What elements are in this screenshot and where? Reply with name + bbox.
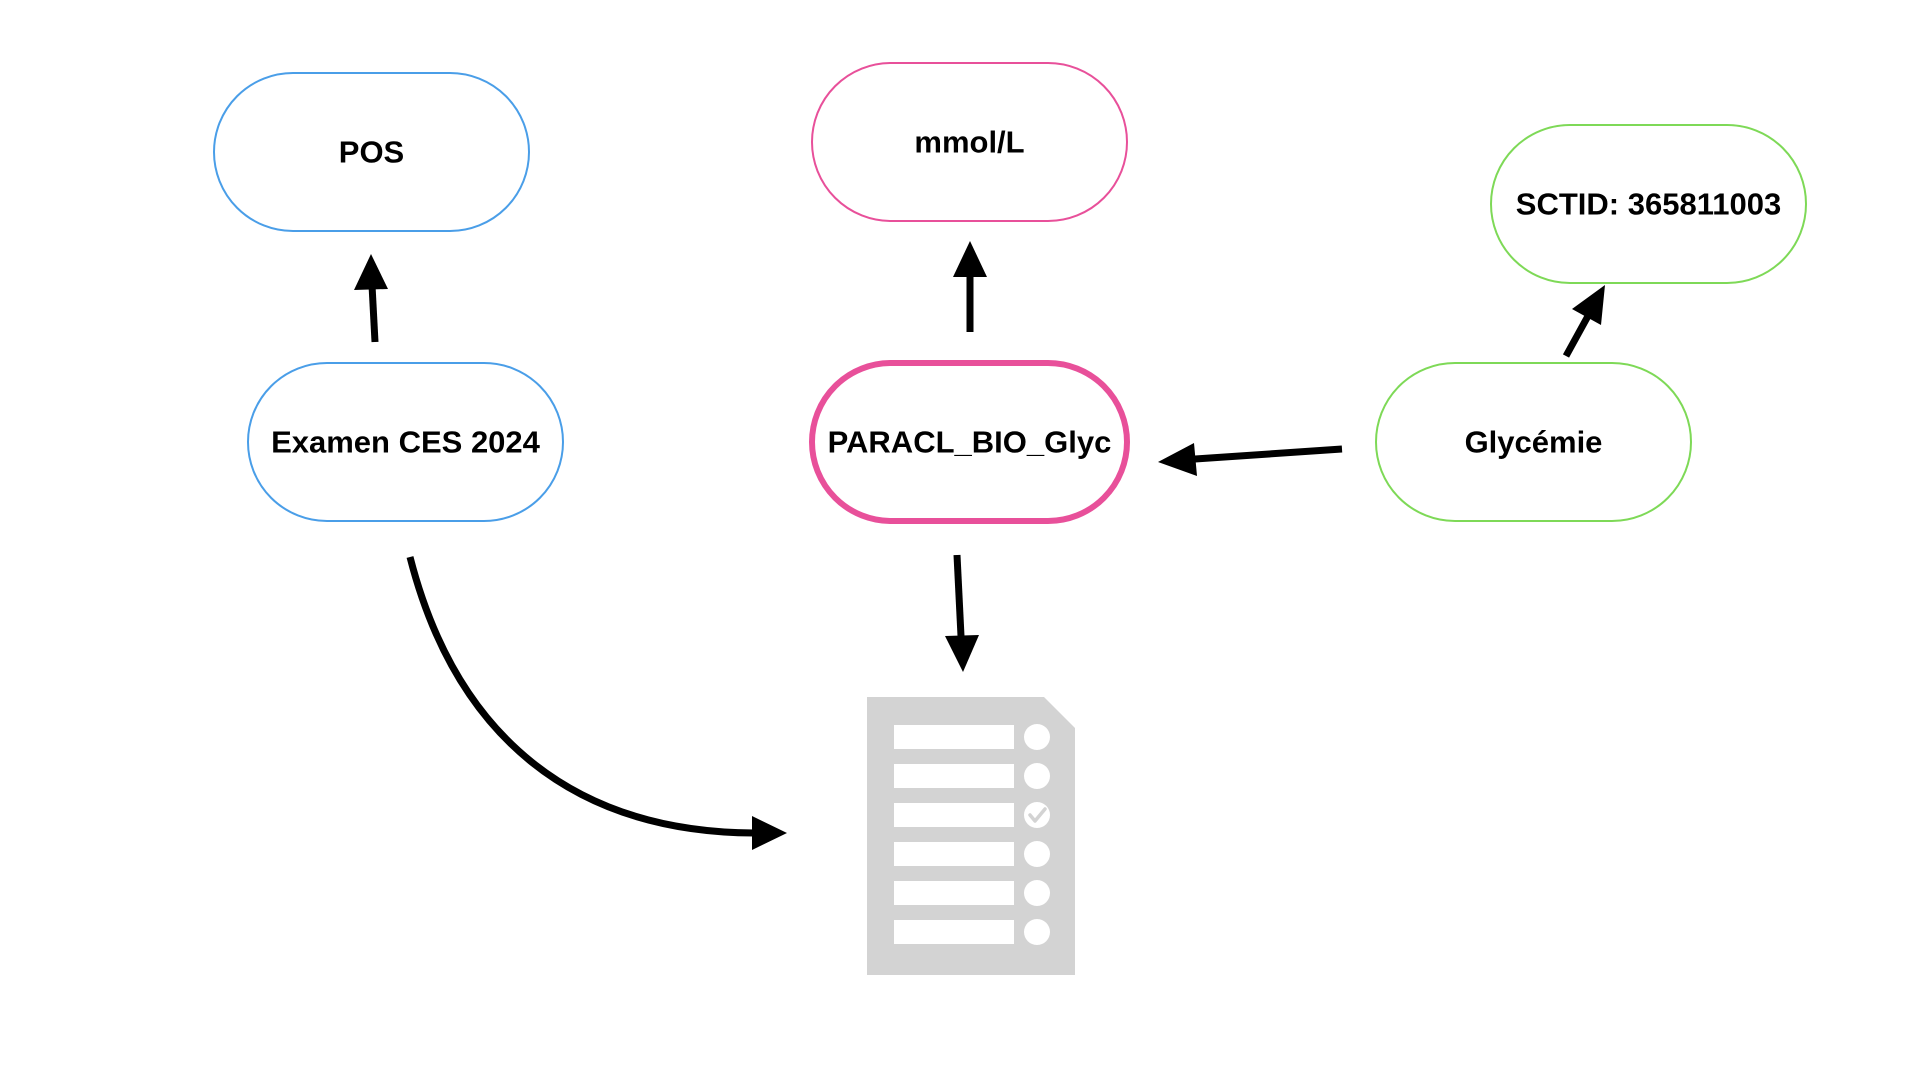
document-row-6-bar <box>894 920 1014 944</box>
node-examen[interactable]: Examen CES 2024 <box>247 362 564 522</box>
node-examen-border <box>247 362 564 522</box>
node-paracl-border <box>809 360 1130 524</box>
node-sctid-label: SCTID: 365811003 <box>1516 187 1781 222</box>
node-paracl-label: PARACL_BIO_Glyc <box>828 425 1112 460</box>
node-pos[interactable]: POS <box>213 72 530 232</box>
document-row-2-bar <box>894 764 1014 788</box>
edge-examen-to-pos <box>354 254 388 343</box>
edge-glycemie-to-sctid-arrowhead <box>1572 285 1605 325</box>
edge-glycemie-to-paracl <box>1158 443 1343 476</box>
document-row-4-circle <box>1024 841 1050 867</box>
node-pos-label: POS <box>339 135 404 170</box>
edge-glycemie-to-paracl-arrowhead <box>1158 443 1197 476</box>
node-mmol[interactable]: mmol/L <box>811 62 1128 222</box>
node-glycemie-border <box>1375 362 1692 522</box>
document-row-6-circle <box>1024 919 1050 945</box>
document-row-3-circle <box>1024 802 1050 828</box>
document-row-5-circle <box>1024 880 1050 906</box>
document-row-1-bar <box>894 725 1014 749</box>
edge-paracl-to-document-arrowhead <box>945 635 979 672</box>
node-sctid-border <box>1490 124 1807 284</box>
edge-paracl-to-mmol-arrowhead <box>953 241 987 277</box>
edge-glycemie-to-sctid <box>1562 285 1605 358</box>
form-document-icon <box>867 697 1075 975</box>
document-row-2-circle <box>1024 763 1050 789</box>
edge-paracl-to-mmol <box>953 241 987 332</box>
node-paracl[interactable]: PARACL_BIO_Glyc <box>809 360 1130 524</box>
node-sctid[interactable]: SCTID: 365811003 <box>1490 124 1807 284</box>
node-mmol-label: mmol/L <box>914 125 1024 160</box>
edge-examen-to-pos-arrowhead <box>354 254 388 290</box>
edge-paracl-to-document <box>945 554 979 672</box>
document-row-4-bar <box>894 842 1014 866</box>
node-examen-label: Examen CES 2024 <box>271 425 541 460</box>
edge-examen-to-document-arrowhead <box>752 816 787 850</box>
edge-examen-to-document <box>406 556 787 850</box>
node-pos-border <box>213 72 530 232</box>
node-glycemie[interactable]: Glycémie <box>1375 362 1692 522</box>
document-row-5-bar <box>894 881 1014 905</box>
document-row-3-bar <box>894 803 1014 827</box>
node-mmol-border <box>811 62 1128 222</box>
document-row-1-circle <box>1024 724 1050 750</box>
node-glycemie-label: Glycémie <box>1465 425 1603 460</box>
checkmark-icon <box>1028 807 1047 823</box>
